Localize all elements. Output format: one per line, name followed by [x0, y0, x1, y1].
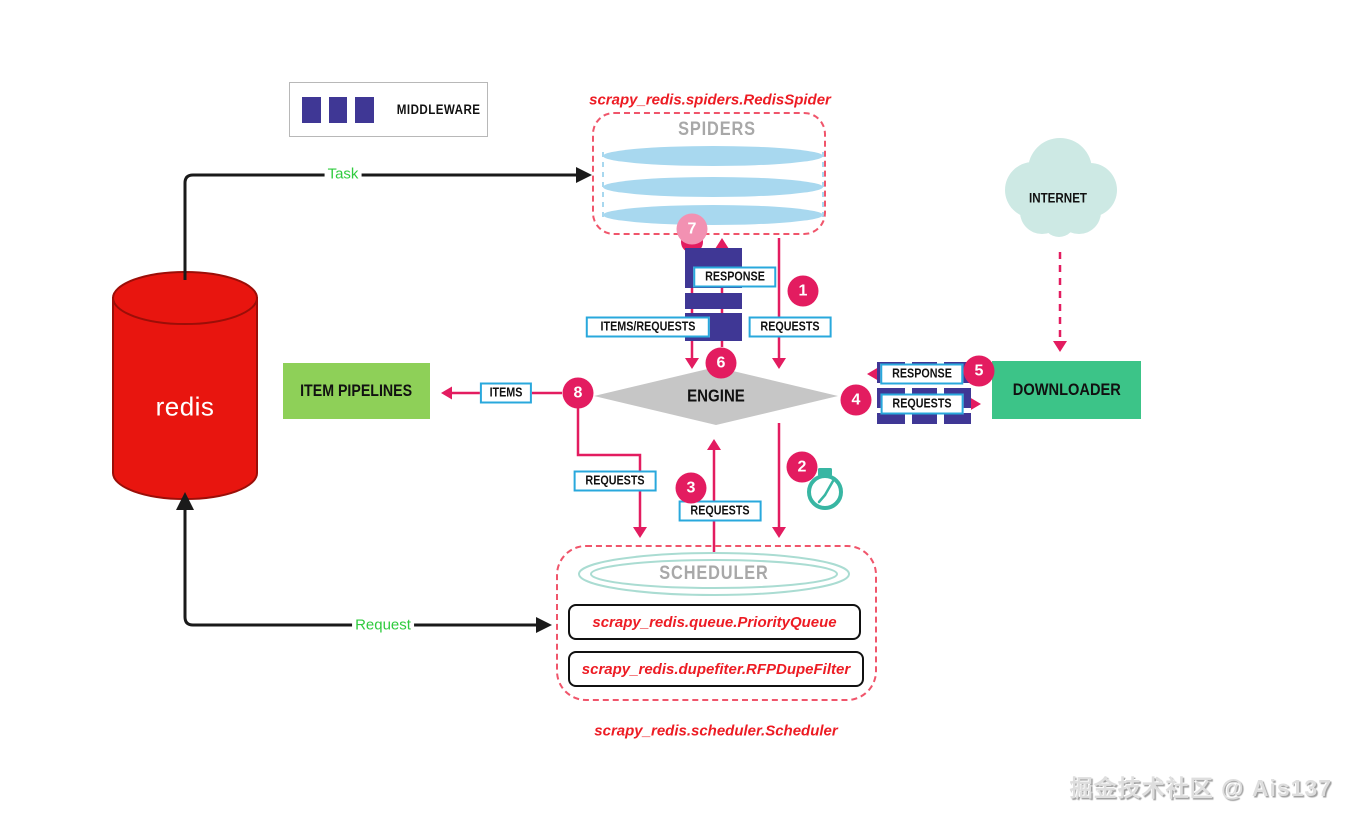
engine-diamond	[594, 367, 838, 425]
dupefilter-label: scrapy_redis.dupefiter.RFPDupeFilter	[581, 660, 851, 678]
requests-label: REQUESTS	[760, 319, 820, 334]
downloader-title: DOWNLOADER	[1012, 380, 1121, 399]
response-label: RESPONSE	[892, 366, 952, 381]
task-flow-arrow	[183, 167, 592, 280]
step-badge-4: 4	[840, 384, 872, 416]
scheduler-title: SCHEDULER	[659, 563, 769, 584]
priority-queue-label: scrapy_redis.queue.PriorityQueue	[592, 613, 837, 631]
spiders-annotation: scrapy_redis.spiders.RedisSpider	[589, 91, 831, 109]
step-badge-1: 1	[787, 275, 819, 307]
step-badge-7: 7	[676, 213, 708, 245]
spider-middleware-block	[685, 293, 742, 309]
response-label: RESPONSE	[705, 269, 765, 284]
requests-label: REQUESTS	[892, 396, 952, 411]
step-badge-3: 3	[675, 472, 707, 504]
downloader-box: DOWNLOADER	[992, 361, 1141, 419]
internet-title: INTERNET	[1028, 190, 1088, 206]
requests-label: REQUESTS	[690, 503, 750, 518]
engine-scheduler-flows	[576, 408, 786, 557]
scheduler-annotation: scrapy_redis.scheduler.Scheduler	[594, 722, 838, 740]
middleware-block-icon	[302, 96, 321, 123]
engine-title: ENGINE	[687, 385, 745, 406]
priority-queue-box: scrapy_redis.queue.PriorityQueue	[568, 604, 861, 640]
step-badge-6: 6	[705, 347, 737, 379]
internet-downloader-flow	[1053, 252, 1067, 352]
request-flow-arrow	[176, 492, 552, 633]
spiders-container	[592, 112, 826, 235]
step-badge-2: 2	[786, 451, 818, 483]
watermark: 掘金技术社区 @ Ais137	[1069, 775, 1332, 801]
step-badge-8: 8	[562, 377, 594, 409]
scheduler-ellipse	[578, 552, 850, 596]
requests-label: REQUESTS	[585, 473, 645, 488]
items-label: ITEMS	[489, 385, 523, 400]
spiders-title: SPIDERS	[678, 119, 756, 140]
spiders-disk-stack	[602, 146, 824, 225]
redis-cylinder	[112, 271, 258, 500]
item-pipelines-title: ITEM PIPELINES	[300, 381, 413, 400]
items-requests-label: ITEMS/REQUESTS	[600, 319, 696, 334]
item-pipelines-box: ITEM PIPELINES	[283, 363, 430, 419]
middleware-label: MIDDLEWARE	[396, 102, 481, 117]
task-label: Task	[324, 165, 362, 183]
request-label: Request	[352, 616, 414, 634]
middleware-block-icon	[328, 96, 348, 123]
scheduler-container	[556, 545, 877, 701]
stopwatch-icon	[807, 468, 843, 510]
middleware-legend: MIDDLEWARE	[289, 82, 488, 137]
redis-label: redis	[155, 391, 215, 422]
internet-cloud	[1005, 138, 1117, 237]
middleware-block-icon	[355, 96, 374, 123]
step-badge-5: 5	[963, 355, 995, 387]
dupefilter-box: scrapy_redis.dupefiter.RFPDupeFilter	[568, 651, 864, 687]
